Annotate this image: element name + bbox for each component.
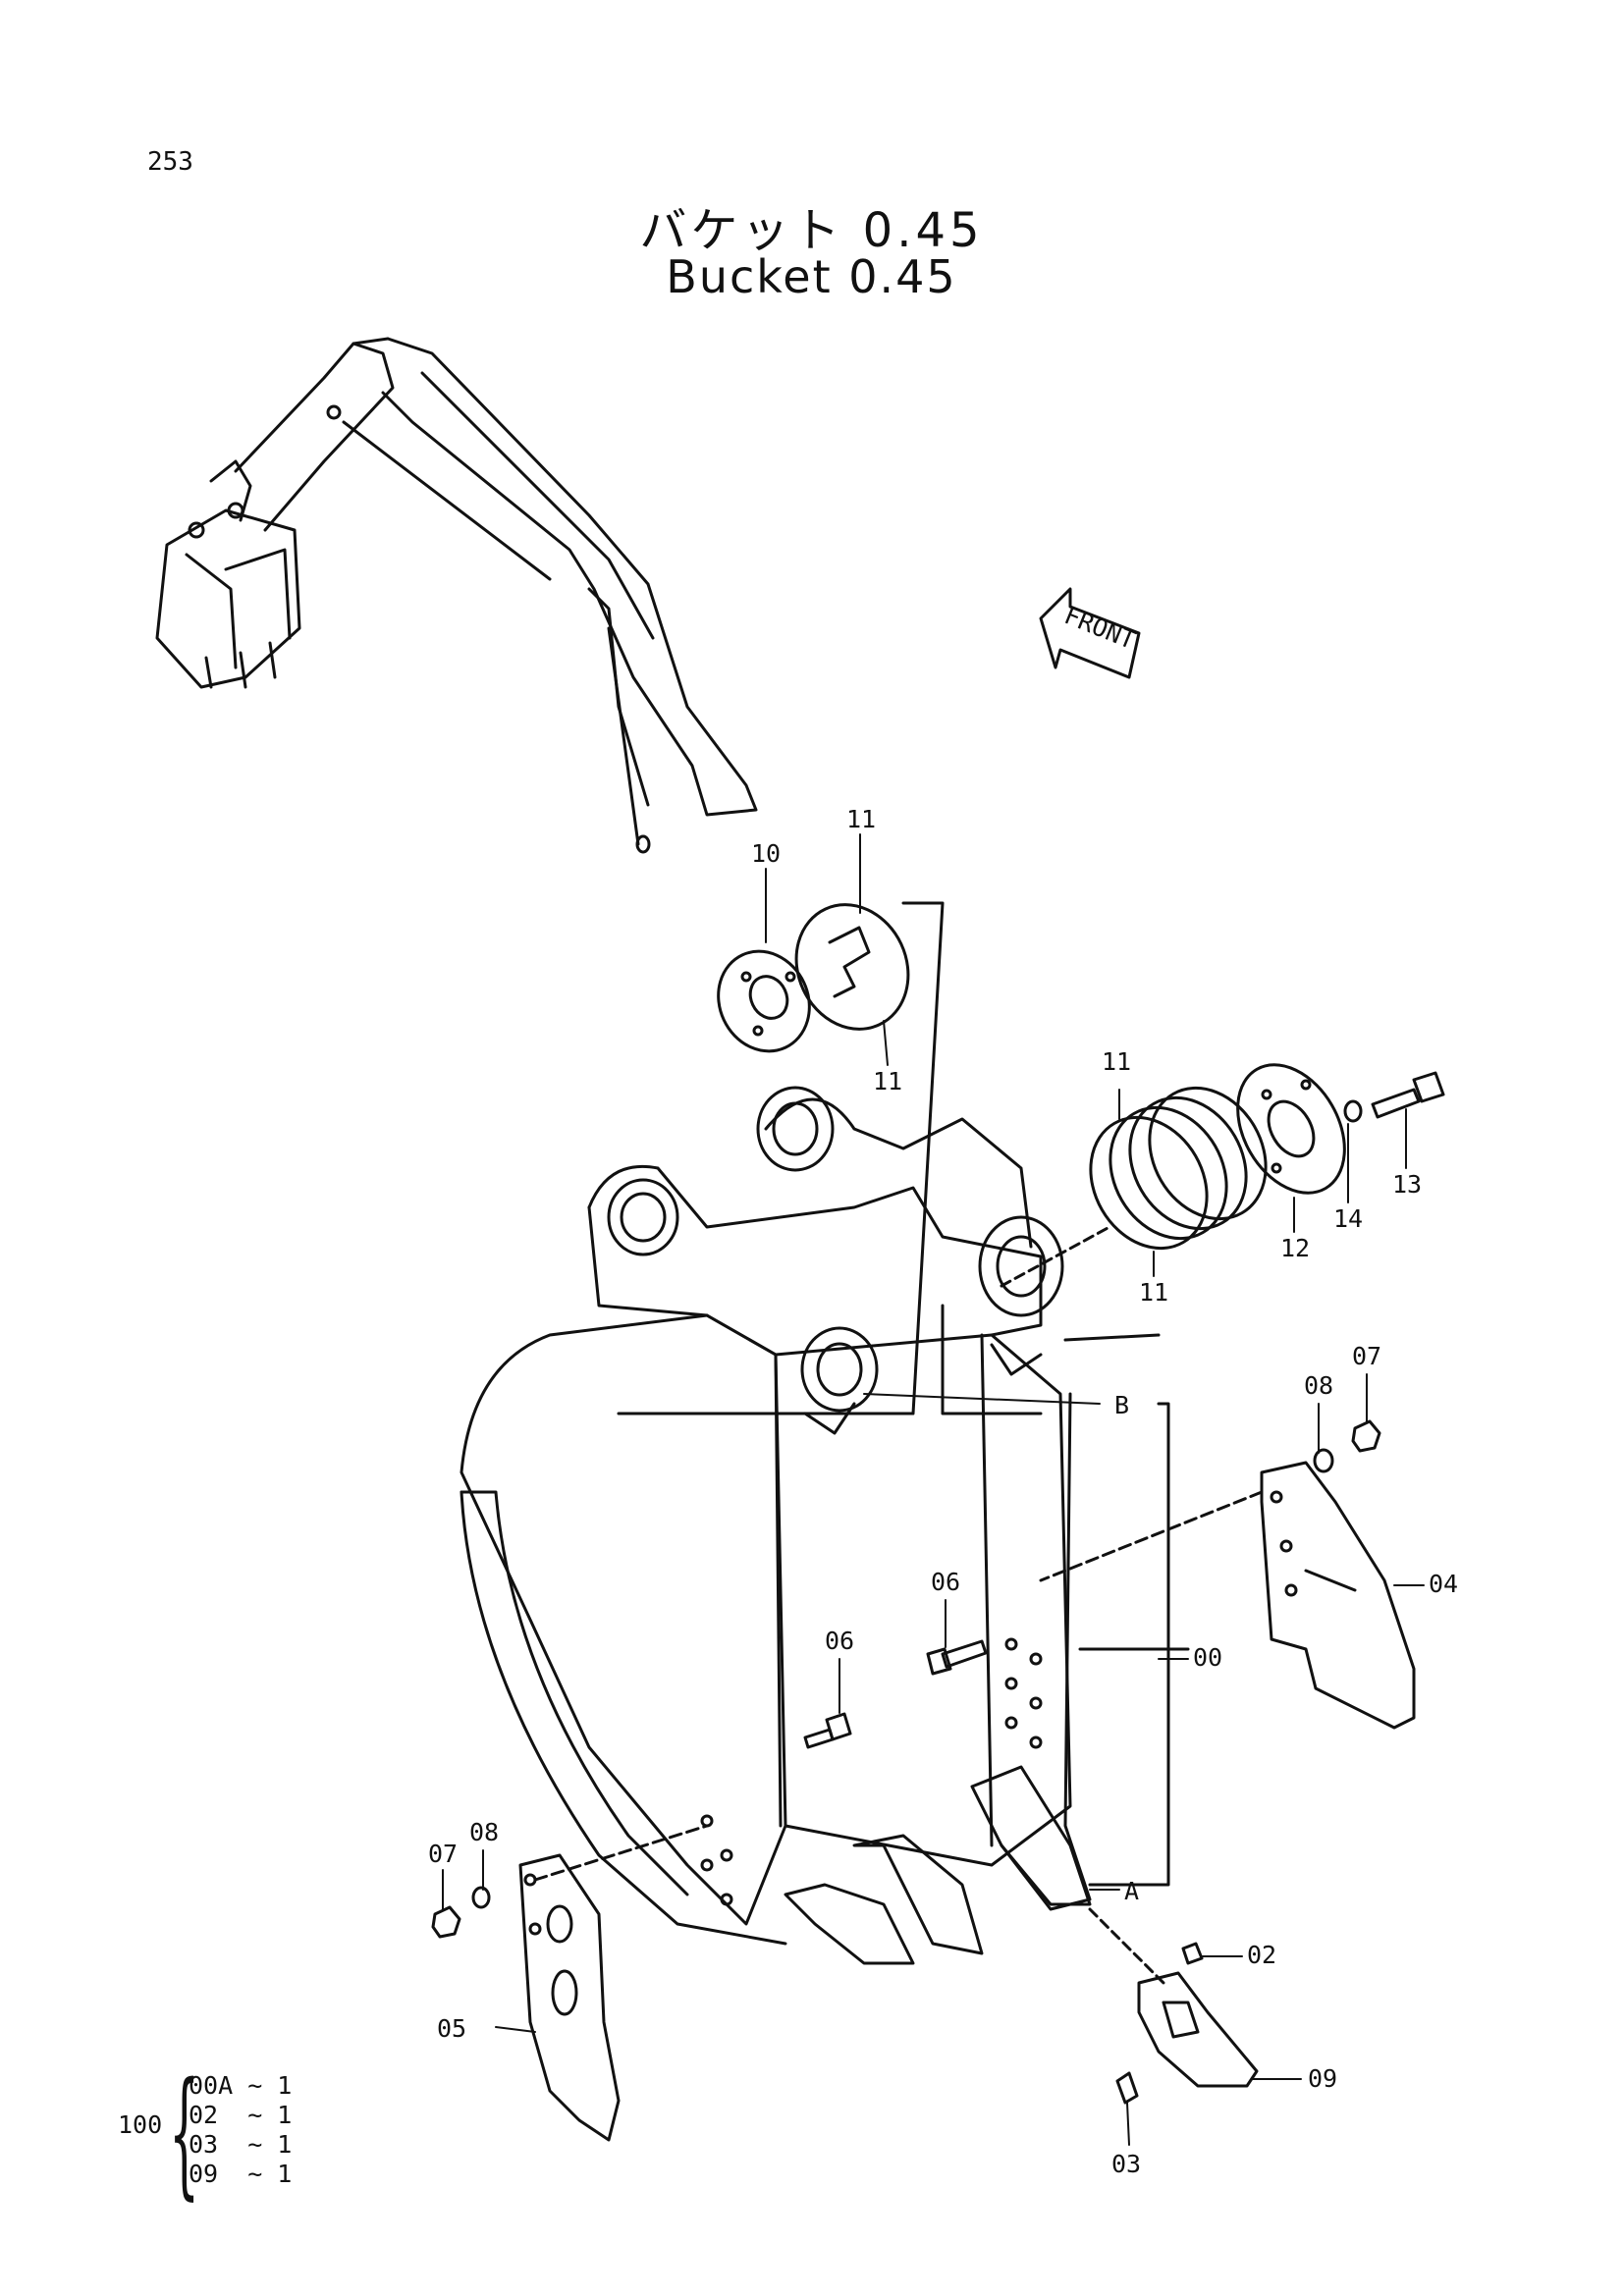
label-part-13: 13 — [1392, 1170, 1422, 1199]
part-02-pin — [1181, 1942, 1204, 1965]
part-14-washer — [1343, 1099, 1363, 1123]
reference-label-b: B — [1114, 1391, 1129, 1419]
front-label: FRONT — [1060, 601, 1140, 655]
label-part-11-right-top: 11 — [1102, 1047, 1131, 1076]
part-05-side-cutter-left — [518, 1824, 709, 2142]
part-08-washer-right — [1313, 1448, 1334, 1473]
part-03-lock — [1115, 2071, 1139, 2105]
label-part-14: 14 — [1333, 1204, 1363, 1233]
part-11-shims-right — [1000, 1086, 1268, 1288]
part-06-bolt-upper — [926, 1639, 988, 1676]
reference-label-a: A — [1124, 1877, 1139, 1905]
label-part-11-top: 11 — [846, 805, 876, 833]
part-06-bolt-lower — [803, 1712, 852, 1749]
assembly-row: 09 ~ 1 — [189, 2160, 293, 2188]
label-part-07-right: 07 — [1352, 1342, 1381, 1370]
label-part-09: 09 — [1308, 2064, 1337, 2093]
label-part-06-upper: 06 — [931, 1568, 960, 1596]
assembly-row: 03 ~ 1 — [189, 2130, 293, 2159]
label-part-07-left: 07 — [428, 1840, 458, 1868]
label-part-11-right-bottom: 11 — [1139, 1278, 1168, 1307]
part-04-side-cutter-right — [1039, 1461, 1416, 1730]
label-part-00: 00 — [1193, 1643, 1222, 1672]
front-direction-arrow — [1039, 587, 1141, 679]
label-part-04: 04 — [1429, 1570, 1458, 1598]
assembly-code: 100 — [118, 2110, 163, 2139]
label-part-03: 03 — [1111, 2150, 1141, 2178]
part-11-shims-upper — [617, 901, 945, 1415]
assembly-row: 00A ~ 1 — [189, 2071, 293, 2100]
label-part-10: 10 — [751, 839, 781, 868]
part-07-nut-right — [1351, 1419, 1381, 1453]
label-part-02: 02 — [1247, 1941, 1276, 1969]
part-13-bolt — [1371, 1071, 1445, 1119]
label-part-08-right: 08 — [1304, 1371, 1333, 1400]
excavator-arm-illustration — [155, 337, 758, 854]
page-title-english: Bucket 0.45 — [666, 250, 957, 303]
part-10-plate — [717, 949, 811, 1053]
assembly-row: 02 ~ 1 — [189, 2101, 293, 2129]
label-part-06-lower: 06 — [825, 1627, 854, 1655]
page-number: 253 — [147, 147, 193, 177]
label-part-08-left: 08 — [469, 1818, 499, 1846]
curly-brace-icon: { — [169, 2054, 200, 2214]
part-08-washer-left — [471, 1886, 491, 1909]
assembly-rows: 00A ~ 1 02 ~ 1 03 ~ 1 09 ~ 1 — [189, 2071, 292, 2189]
leader-lines — [442, 833, 1425, 2146]
label-part-05: 05 — [437, 2014, 466, 2043]
part-12-plate — [1236, 1063, 1346, 1195]
label-part-12: 12 — [1280, 1234, 1310, 1262]
part-09-tooth — [1088, 1907, 1259, 2088]
page-title-japanese: バケット 0.45 — [639, 203, 984, 258]
label-part-11-middle: 11 — [873, 1067, 902, 1095]
part-00-bucket-body — [460, 1086, 1190, 1965]
part-07-nut-left — [431, 1905, 461, 1939]
